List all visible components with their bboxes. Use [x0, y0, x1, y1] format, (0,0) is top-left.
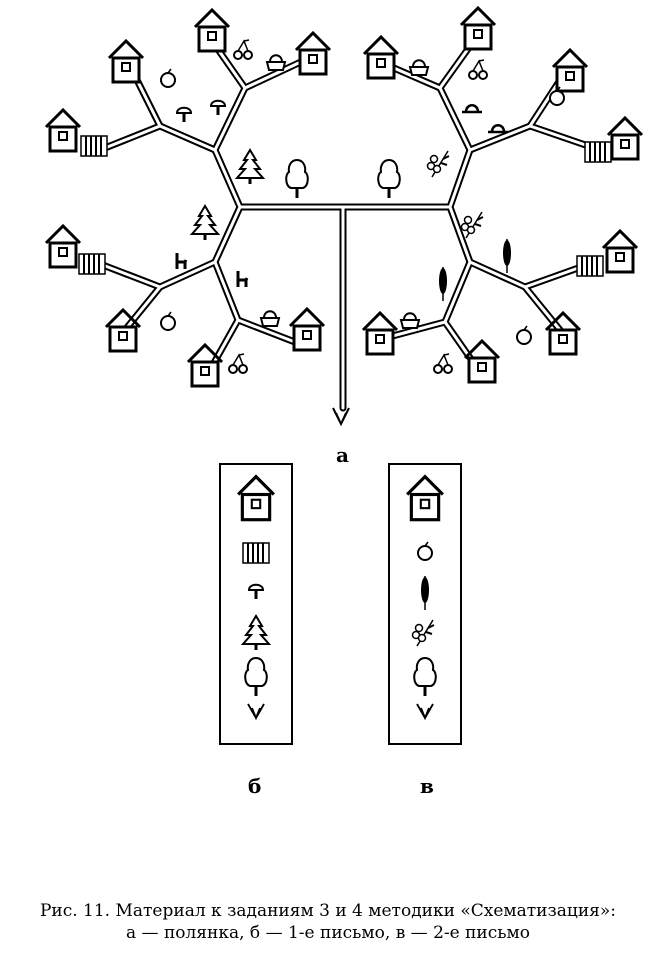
house-icon: [463, 339, 501, 384]
house-icon: [44, 108, 82, 153]
label-b: б: [248, 774, 262, 798]
berry-branch-icon: [411, 619, 435, 647]
mushroom-icon: [247, 583, 265, 601]
cherries-icon: [468, 59, 488, 80]
apple-icon: [160, 311, 176, 331]
cherries-icon: [228, 353, 248, 374]
road-network: [91, 31, 604, 412]
fir-tree-icon: [190, 204, 220, 242]
deciduous-tree-icon: [243, 656, 269, 698]
hat-icon: [460, 104, 484, 114]
house-icon: [107, 39, 145, 84]
apple-icon: [516, 325, 532, 345]
road-segment-fill: [93, 260, 162, 289]
cherries-icon: [433, 353, 453, 374]
fence-icon: [78, 253, 106, 275]
road-segment-fill: [213, 148, 242, 264]
house-icon: [361, 311, 399, 356]
arrow-down-icon: [332, 407, 350, 427]
road-fill: [93, 33, 602, 410]
caption-line-1: Рис. 11. Материал к заданиям 3 и 4 метод…: [39, 901, 617, 921]
hat-icon: [486, 124, 510, 134]
chair-icon: [236, 269, 249, 289]
basket-icon: [400, 312, 420, 329]
grass-icon: [416, 703, 434, 719]
fence-icon: [242, 542, 270, 564]
road-segment: [466, 76, 564, 154]
house-icon: [362, 35, 400, 80]
berry-branch-icon: [460, 211, 484, 239]
house-icon: [606, 116, 644, 161]
house-icon: [44, 224, 82, 269]
apple-icon: [417, 541, 433, 561]
label-a: а: [336, 443, 349, 467]
basket-icon: [260, 310, 280, 327]
house-icon: [459, 6, 497, 51]
berry-branch-icon: [426, 150, 450, 178]
house-icon: [193, 8, 231, 53]
road-segment: [466, 258, 564, 334]
house-icon: [236, 475, 276, 522]
road-segment-fill: [213, 58, 307, 152]
apple-icon: [160, 68, 176, 88]
road-segment: [211, 146, 244, 266]
house-icon: [601, 229, 639, 274]
grass-icon: [247, 703, 265, 719]
deciduous-tree-icon: [376, 158, 402, 200]
house-icon: [288, 307, 326, 352]
fence-icon: [80, 135, 108, 157]
fir-tree-icon: [235, 148, 265, 186]
letter-2-icons: [405, 475, 445, 719]
wheat-ear-icon: [502, 238, 512, 274]
road-segment-fill: [468, 260, 562, 332]
road-segment: [211, 56, 309, 154]
mushroom-icon: [175, 106, 193, 124]
house-icon: [294, 31, 332, 76]
deciduous-tree-icon: [284, 158, 310, 200]
letter-2-box: [388, 463, 462, 745]
fir-tree-icon: [241, 614, 271, 652]
letter-1-icons: [236, 475, 276, 719]
figure-caption: Рис. 11. Материал к заданиям 3 и 4 метод…: [0, 900, 656, 944]
mushroom-icon: [209, 99, 227, 117]
wheat-ear-icon: [420, 575, 430, 611]
house-icon: [551, 48, 589, 93]
fence-icon: [576, 255, 604, 277]
wheat-ear-icon: [438, 266, 448, 302]
letter-1-box: [219, 463, 293, 745]
house-icon: [405, 475, 445, 522]
road-segment-fill: [448, 148, 472, 264]
chair-icon: [175, 251, 188, 271]
caption-line-2: а — полянка, б — 1-е письмо, в — 2-е пис…: [126, 923, 530, 943]
basket-icon: [266, 54, 286, 71]
fence-icon: [584, 141, 612, 163]
road-segment: [446, 146, 474, 266]
road-segment-fill: [468, 78, 562, 152]
basket-icon: [409, 59, 429, 76]
cherries-icon: [233, 39, 253, 60]
deciduous-tree-icon: [412, 656, 438, 698]
label-v: в: [420, 774, 434, 798]
